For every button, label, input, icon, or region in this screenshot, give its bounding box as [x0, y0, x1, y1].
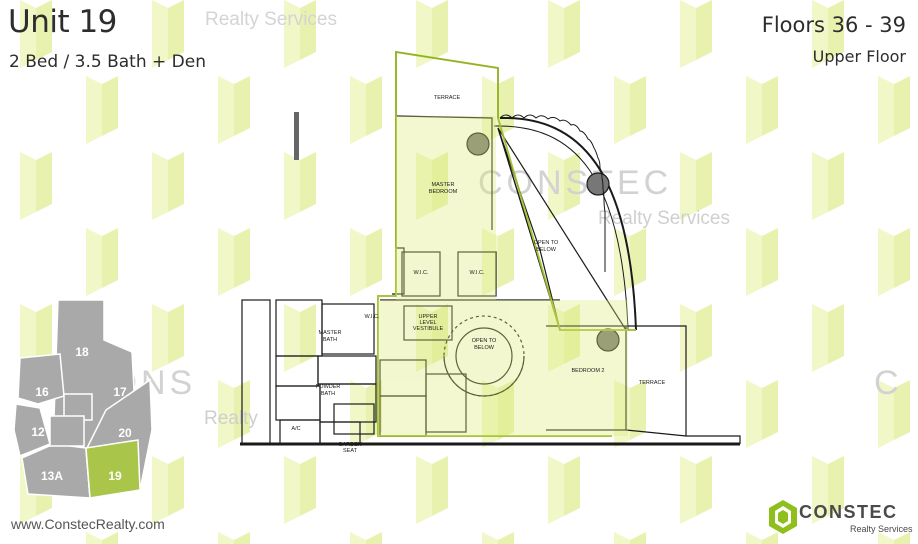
label-bedroom-2: BEDROOM 2	[571, 368, 604, 374]
key-plan: 18 16 17 12 20 13A 19	[13, 300, 153, 499]
logo-icon	[769, 500, 797, 534]
keyplan-unit-19: 19	[108, 469, 122, 483]
label-wic-2: W.I.C.	[470, 270, 485, 276]
unit-title: Unit 19	[8, 4, 117, 40]
keyplan-unit-16-shape	[17, 353, 65, 405]
unit-subtitle: 2 Bed / 3.5 Bath + Den	[9, 52, 207, 72]
keyplan-unit-17: 17	[113, 385, 127, 399]
keyplan-unit-20: 20	[118, 426, 132, 440]
label-ac: A/C	[291, 426, 300, 432]
logo-sub: Realty Services	[850, 524, 913, 534]
watermark-constec: CONSTEC	[478, 164, 673, 202]
label-terrace-top: TERRACE	[434, 95, 461, 101]
website-link[interactable]: www.ConstecRealty.com	[11, 516, 165, 532]
keyplan-unit-12-shape	[13, 403, 51, 458]
keyplan-unit-13a: 13A	[41, 469, 63, 483]
label-wic-1: W.I.C.	[414, 270, 429, 276]
keyplan-unit-12: 12	[31, 425, 45, 439]
watermark-realty-left: Realty	[204, 408, 258, 429]
watermark-constec-right: C	[874, 364, 903, 402]
watermark-realty-top: Realty Services	[205, 9, 337, 30]
watermark-realty: Realty Services	[598, 208, 730, 229]
constec-logo: CONSTEC Realty Services	[768, 496, 914, 540]
keyplan-unit-16: 16	[35, 385, 49, 399]
label-wic-3: W.I.C.	[365, 314, 380, 320]
keyplan-unit-18: 18	[75, 345, 89, 359]
keyplan-unit-19-shape	[85, 439, 141, 499]
floor-level: Upper Floor	[812, 47, 906, 66]
label-terrace-right: TERRACE	[639, 380, 666, 386]
logo-name: CONSTEC	[799, 502, 898, 522]
floors-range: Floors 36 - 39	[761, 13, 906, 37]
